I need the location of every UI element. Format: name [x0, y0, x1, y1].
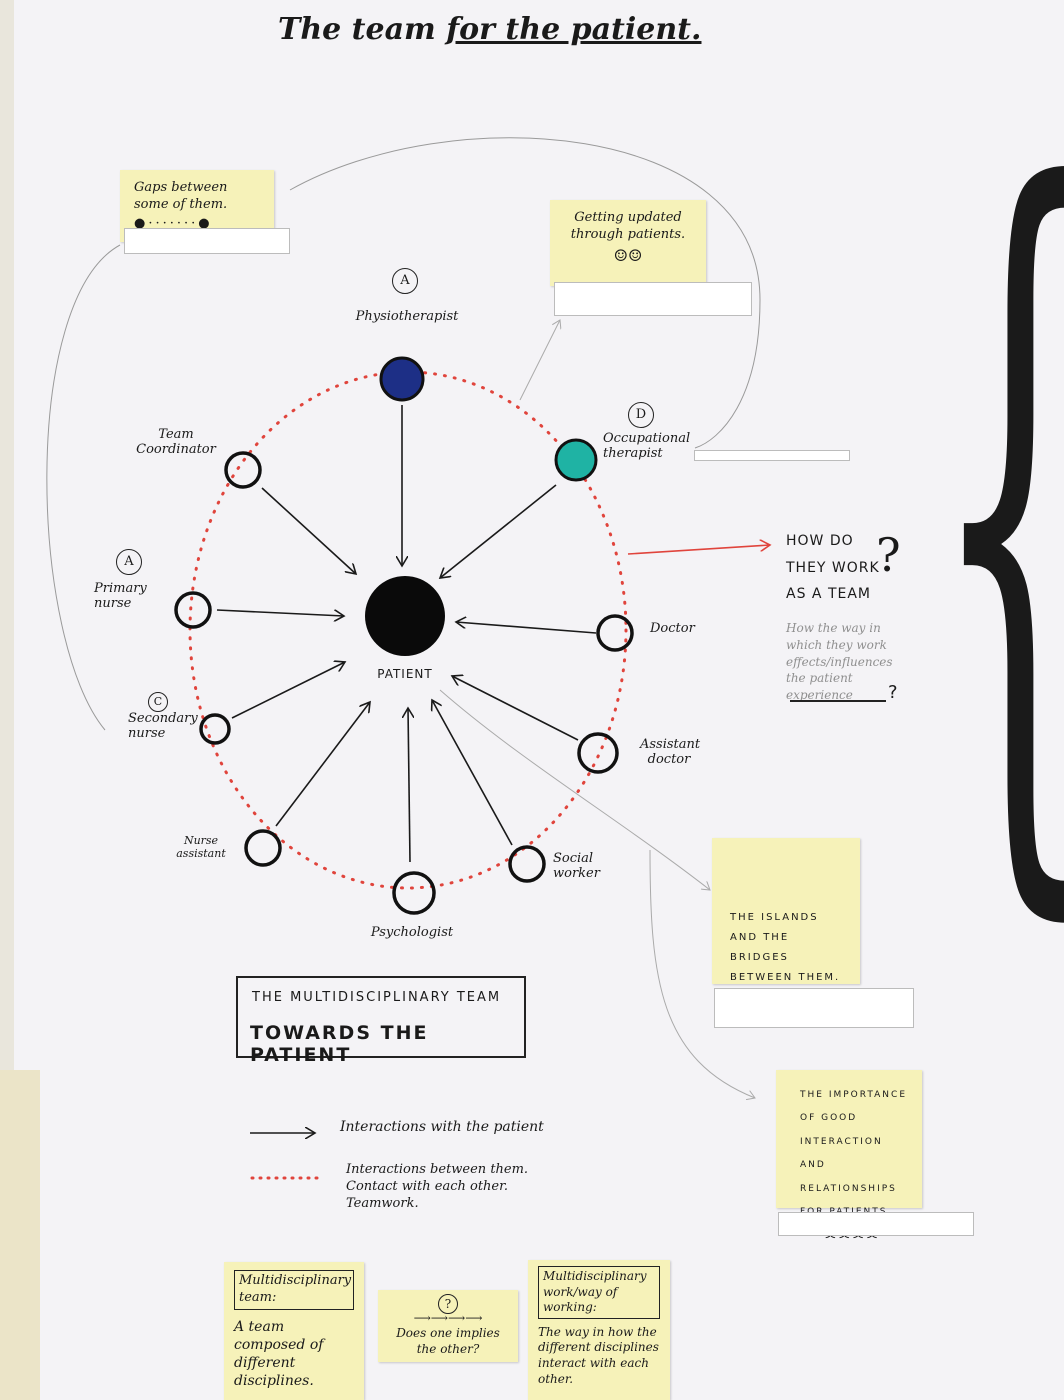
label-occupational: Occupational therapist	[603, 431, 691, 461]
gaps-connector-line	[46, 244, 121, 731]
dotted-gap-icon: ●·······●	[134, 215, 213, 231]
quote-strip-occupational	[694, 450, 850, 461]
note-updated-text: Getting updated through patients.	[570, 210, 686, 242]
label-social-worker: Social worker	[553, 851, 600, 881]
letter-occupational: D	[628, 402, 654, 428]
note-islands: THE ISLANDS AND THE BRIDGES BETWEEN THEM…	[712, 838, 860, 984]
question-sub-mark: ?	[888, 682, 899, 703]
letter-physiotherapist: A	[392, 268, 418, 294]
arrow-psychologist	[408, 708, 410, 863]
updated-connector-line	[519, 320, 560, 401]
quote-strip-islands	[714, 988, 914, 1028]
label-nurse-assistant: Nurse assistant	[176, 834, 226, 860]
note-islands-text: THE ISLANDS AND THE BRIDGES BETWEEN THEM…	[730, 912, 841, 983]
node-psychologist	[392, 871, 436, 915]
question-main: HOW DO THEY WORK AS A TEAM	[786, 533, 880, 603]
note-definition-work: Multidisciplinary work/way of working: T…	[528, 1260, 670, 1400]
letter-secondary-nurse: C	[148, 692, 168, 712]
note-importance-text: THE IMPORTANCE OF GOOD INTERACTION AND R…	[800, 1090, 908, 1217]
label-primary-nurse: Primary nurse	[94, 581, 147, 611]
node-coordinator	[224, 451, 262, 489]
definition-team-body: A team composed of different disciplines…	[234, 1318, 324, 1390]
faces-icon: ☺☺	[613, 245, 643, 265]
definition-team-title: Multidisciplinary team:	[234, 1270, 354, 1310]
quote-strip-importance	[778, 1212, 974, 1236]
legend-dotted-text: Interactions between them. Contact with …	[346, 1162, 529, 1211]
note-importance: THE IMPORTANCE OF GOOD INTERACTION AND R…	[776, 1070, 922, 1241]
node-doctor	[596, 614, 634, 652]
label-secondary-nurse: Secondary nurse	[128, 711, 198, 741]
adjacent-paper	[0, 1070, 40, 1400]
middle-arrow-icon: ⟶⟶⟶⟶	[413, 1311, 483, 1325]
title-box-line1: THE MULTIDISCIPLINARY TEAM	[252, 990, 502, 1005]
label-doctor: Doctor	[650, 621, 695, 636]
legend-arrow-text: Interactions with the patient	[340, 1119, 544, 1135]
islands-connector-line	[439, 689, 710, 890]
right-brace: {	[928, 96, 1064, 916]
poster-title: The team for the patient.	[278, 12, 702, 47]
arrow-nurse-assistant	[275, 702, 370, 827]
title-box-line2: TOWARDS THE PATIENT	[250, 1022, 429, 1066]
teamwork-dotted-ring	[188, 370, 628, 890]
label-coordinator: Team Coordinator	[136, 427, 216, 457]
question-sub: How the way in which they work effects/i…	[786, 621, 893, 703]
question-sub-underline	[790, 700, 886, 702]
label-psychologist: Psychologist	[370, 925, 454, 940]
arrow-assistant-doctor	[452, 676, 579, 741]
arrow-primary-nurse	[216, 609, 344, 616]
note-definition-team: Multidisciplinary team: A team composed …	[224, 1262, 364, 1400]
node-physiotherapist	[379, 356, 425, 402]
label-assistant-doctor: Assistant doctor	[640, 737, 701, 767]
arrow-social-worker	[432, 700, 513, 846]
arrow-doctor	[456, 622, 597, 634]
middle-question-text: Does one implies the other?	[396, 1326, 500, 1356]
letter-primary-nurse: A	[116, 549, 142, 575]
node-occupational	[554, 438, 598, 482]
note-question-middle: ? ⟶⟶⟶⟶ Does one implies the other?	[378, 1290, 518, 1362]
label-patient: PATIENT	[377, 667, 433, 681]
node-primary-nurse	[174, 591, 212, 629]
middle-question-mark: ?	[438, 1294, 458, 1314]
quote-strip-updated	[554, 282, 752, 316]
note-updated: Getting updated through patients. ☺☺	[550, 200, 706, 286]
arrow-coordinator	[261, 487, 356, 574]
definition-work-body: The way in how the different disciplines…	[538, 1324, 659, 1386]
importance-connector-line	[649, 849, 755, 1098]
patient-node	[365, 576, 445, 656]
poster-left-edge	[0, 0, 14, 1400]
node-secondary-nurse	[199, 713, 231, 745]
quote-strip-gaps	[124, 228, 290, 254]
question-red-arrow	[627, 545, 770, 555]
arrow-secondary-nurse	[231, 662, 345, 719]
loop-connector-line	[289, 137, 761, 449]
node-social-worker	[508, 845, 546, 883]
label-physiotherapist: Physiotherapist	[355, 309, 459, 324]
question-mark: ?	[876, 528, 902, 582]
arrow-occupational	[440, 484, 557, 578]
node-nurse-assistant	[244, 829, 282, 867]
title-box: THE MULTIDISCIPLINARY TEAM TOWARDS THE P…	[236, 976, 526, 1066]
definition-work-title: Multidisciplinary work/way of working:	[538, 1266, 660, 1319]
note-gaps-text: Gaps between some of them.	[134, 180, 228, 212]
node-assistant-doctor	[577, 732, 619, 774]
